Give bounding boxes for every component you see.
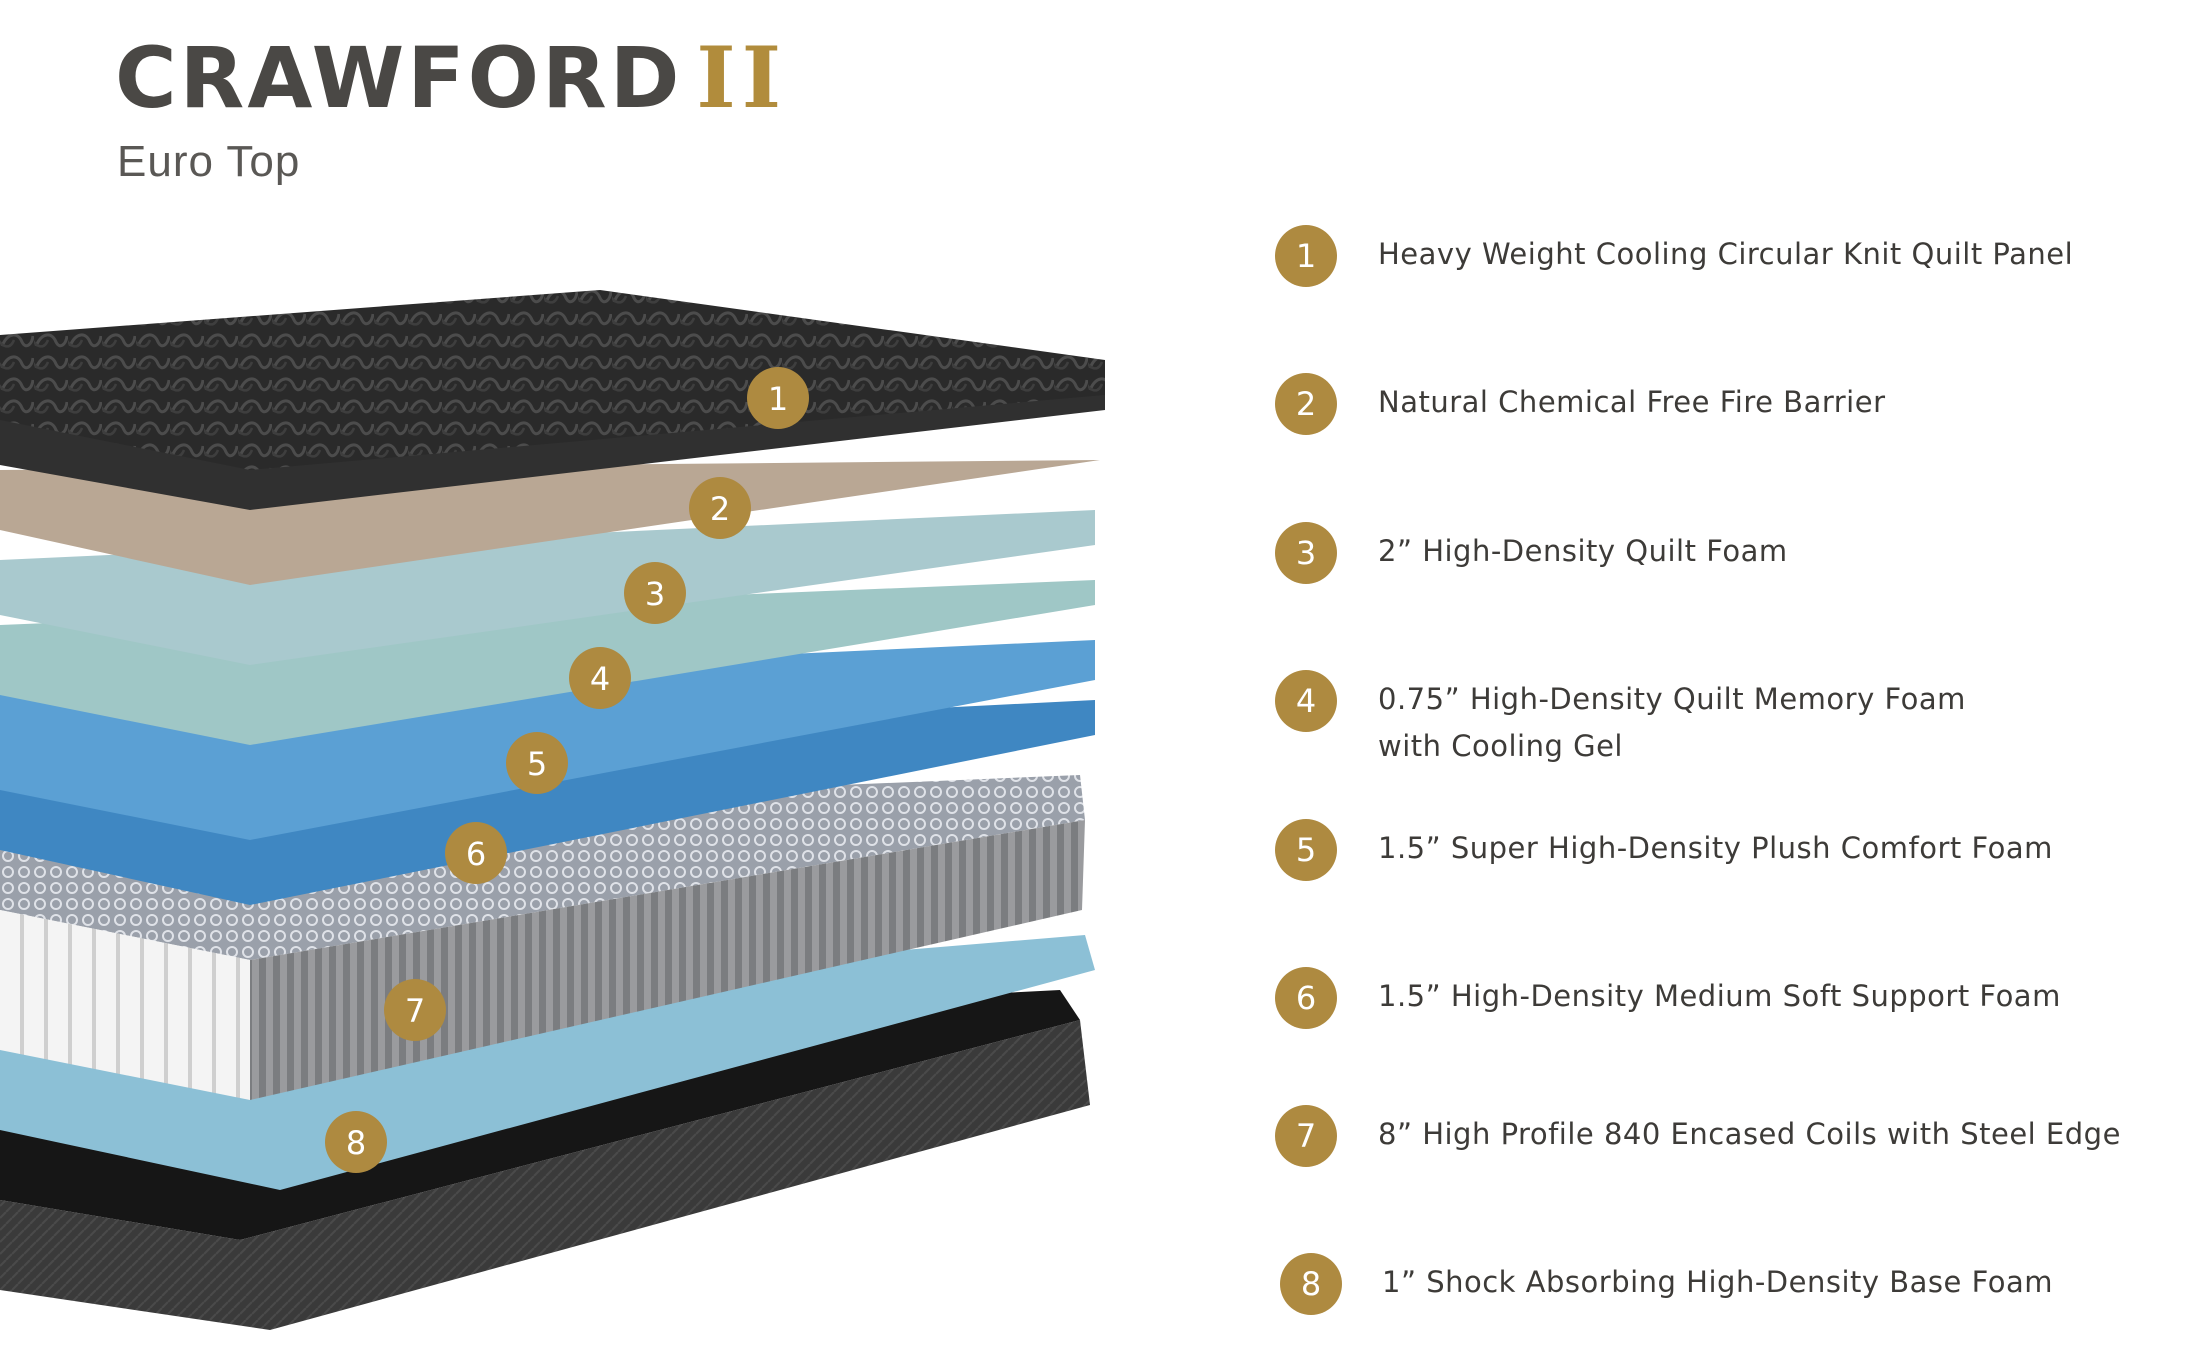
mattress-layers-illustration: 1 2 3 4 5 6 7 8 [0,290,1105,1330]
marker-6: 6 [445,822,507,884]
marker-3: 3 [624,562,686,624]
product-model-numeral: II [696,28,788,127]
svg-text:5: 5 [527,745,547,783]
legend-badge-4: 4 [1275,670,1337,732]
svg-text:4: 4 [590,660,610,698]
marker-5: 5 [506,732,568,794]
svg-text:7: 7 [405,992,425,1030]
marker-7: 7 [384,979,446,1041]
svg-text:8: 8 [346,1124,366,1162]
marker-4: 4 [569,647,631,709]
legend-label-4-line2: with Cooling Gel [1378,729,1623,763]
legend-label-4: 0.75” High-Density Quilt Memory Foam wit… [1378,676,2168,770]
legend-label-6: 1.5” High-Density Medium Soft Support Fo… [1378,979,2061,1013]
marker-2: 2 [689,477,751,539]
legend-badge-1: 1 [1275,225,1337,287]
legend-badge-8: 8 [1280,1253,1342,1315]
product-name: CRAWFORD [115,29,683,127]
layer-base-side [0,1020,1090,1330]
legend-badge-2: 2 [1275,373,1337,435]
marker-1: 1 [747,367,809,429]
svg-text:2: 2 [710,490,730,528]
legend-badge-6: 6 [1275,967,1337,1029]
legend-badge-3: 3 [1275,522,1337,584]
legend-badge-5: 5 [1275,819,1337,881]
legend-label-4-line1: 0.75” High-Density Quilt Memory Foam [1378,682,1966,716]
svg-text:6: 6 [466,835,486,873]
marker-8: 8 [325,1111,387,1173]
legend-label-2: Natural Chemical Free Fire Barrier [1378,385,1886,419]
layer-7-coils-side [250,820,1085,1100]
legend-label-8: 1” Shock Absorbing High-Density Base Foa… [1382,1265,2054,1299]
svg-text:3: 3 [645,575,665,613]
product-subtitle: Euro Top [117,137,301,186]
layer-8-foam [0,935,1095,1190]
legend-label-7: 8” High Profile 840 Encased Coils with S… [1378,1117,2121,1151]
legend-label-1: Heavy Weight Cooling Circular Knit Quilt… [1378,237,2074,271]
legend-badge-7: 7 [1275,1105,1337,1167]
svg-text:1: 1 [768,380,788,418]
layer-1-quilt-top [0,290,1105,470]
legend-label-5: 1.5” Super High-Density Plush Comfort Fo… [1378,831,2053,865]
layer-7-coils-front [0,910,250,1100]
legend-label-3: 2” High-Density Quilt Foam [1378,534,1788,568]
